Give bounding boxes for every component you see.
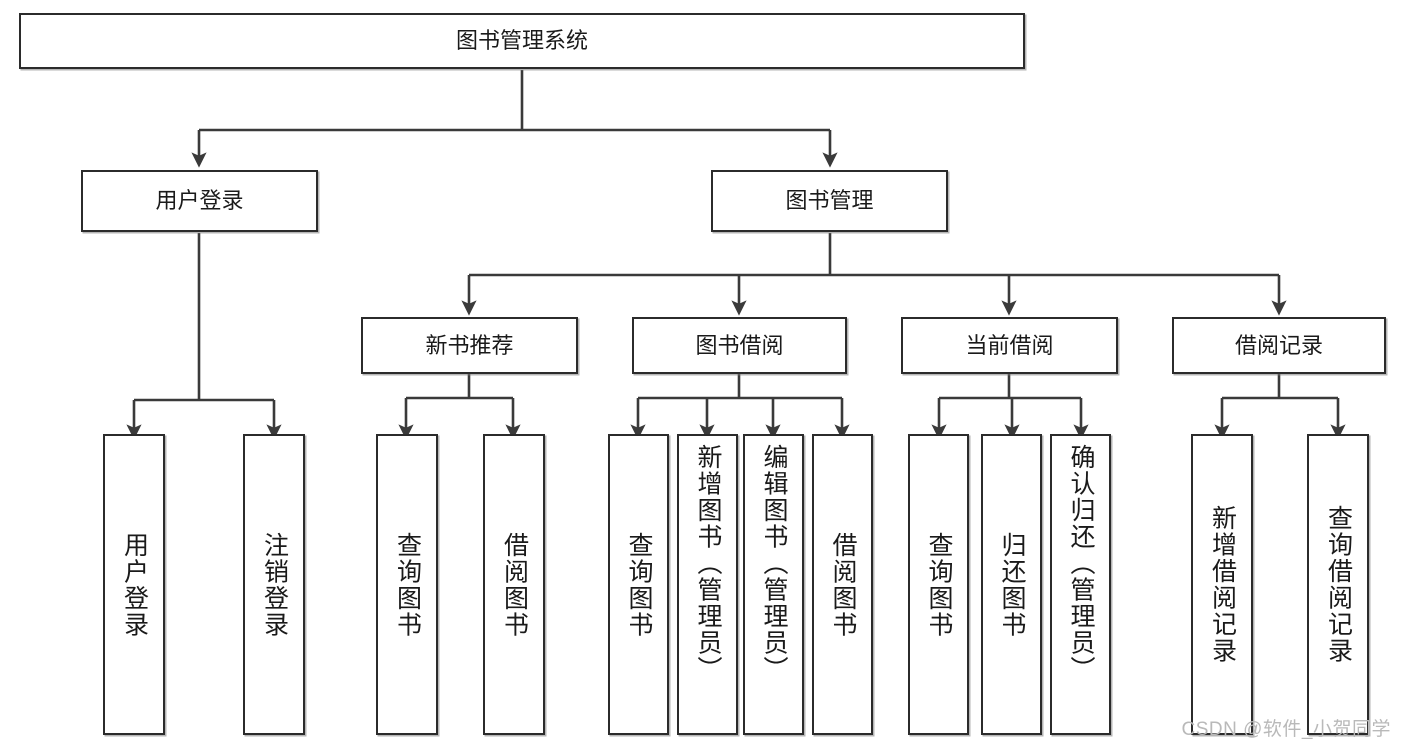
node-leaf-borrow-book-2[interactable]: 借阅图书 bbox=[812, 434, 873, 735]
node-book-manage[interactable]: 图书管理 bbox=[711, 170, 948, 232]
node-user-login[interactable]: 用户登录 bbox=[81, 170, 318, 232]
node-leaf-user-login[interactable]: 用户登录 bbox=[103, 434, 165, 735]
node-leaf-query-record-label: 查询借阅记录 bbox=[1324, 505, 1353, 664]
node-root-label: 图书管理系统 bbox=[455, 28, 588, 54]
node-leaf-query-book-3-label: 查询图书 bbox=[925, 531, 953, 638]
node-borrow-record[interactable]: 借阅记录 bbox=[1172, 317, 1386, 374]
node-leaf-borrow-book-1[interactable]: 借阅图书 bbox=[483, 434, 545, 735]
node-new-book-recommend[interactable]: 新书推荐 bbox=[361, 317, 578, 374]
node-leaf-add-book[interactable]: 新增图书（管理员） bbox=[677, 434, 738, 735]
node-borrow-record-label: 借阅记录 bbox=[1234, 332, 1323, 358]
node-leaf-query-book-3[interactable]: 查询图书 bbox=[908, 434, 969, 735]
node-leaf-add-record[interactable]: 新增借阅记录 bbox=[1191, 434, 1253, 735]
node-book-borrow[interactable]: 图书借阅 bbox=[632, 317, 847, 374]
node-leaf-user-logout-label: 注销登录 bbox=[260, 531, 289, 638]
node-leaf-edit-book[interactable]: 编辑图书（管理员） bbox=[743, 434, 804, 735]
node-leaf-query-record[interactable]: 查询借阅记录 bbox=[1307, 434, 1369, 735]
node-leaf-borrow-book-2-label: 借阅图书 bbox=[829, 531, 857, 638]
node-root[interactable]: 图书管理系统 bbox=[19, 13, 1025, 69]
node-leaf-query-book-2[interactable]: 查询图书 bbox=[608, 434, 669, 735]
node-leaf-confirm-return[interactable]: 确认归还（管理员） bbox=[1050, 434, 1111, 735]
node-user-login-label: 用户登录 bbox=[155, 188, 244, 214]
node-leaf-user-logout[interactable]: 注销登录 bbox=[243, 434, 305, 735]
node-current-borrow[interactable]: 当前借阅 bbox=[901, 317, 1118, 374]
node-new-book-recommend-label: 新书推荐 bbox=[425, 332, 514, 358]
node-book-borrow-label: 图书借阅 bbox=[695, 332, 784, 358]
node-book-manage-label: 图书管理 bbox=[785, 188, 874, 214]
node-leaf-return-book[interactable]: 归还图书 bbox=[981, 434, 1042, 735]
node-leaf-query-book-2-label: 查询图书 bbox=[625, 531, 653, 638]
node-leaf-borrow-book-1-label: 借阅图书 bbox=[500, 531, 529, 638]
node-leaf-confirm-return-label: 确认归还（管理员） bbox=[1067, 444, 1095, 683]
node-leaf-edit-book-label: 编辑图书（管理员） bbox=[760, 444, 788, 683]
node-current-borrow-label: 当前借阅 bbox=[965, 332, 1054, 358]
node-leaf-return-book-label: 归还图书 bbox=[998, 531, 1026, 638]
node-leaf-add-record-label: 新增借阅记录 bbox=[1208, 505, 1237, 664]
node-leaf-query-book-1-label: 查询图书 bbox=[393, 531, 422, 638]
node-leaf-query-book-1[interactable]: 查询图书 bbox=[376, 434, 438, 735]
node-leaf-add-book-label: 新增图书（管理员） bbox=[694, 444, 722, 683]
node-leaf-user-login-label: 用户登录 bbox=[120, 531, 149, 638]
